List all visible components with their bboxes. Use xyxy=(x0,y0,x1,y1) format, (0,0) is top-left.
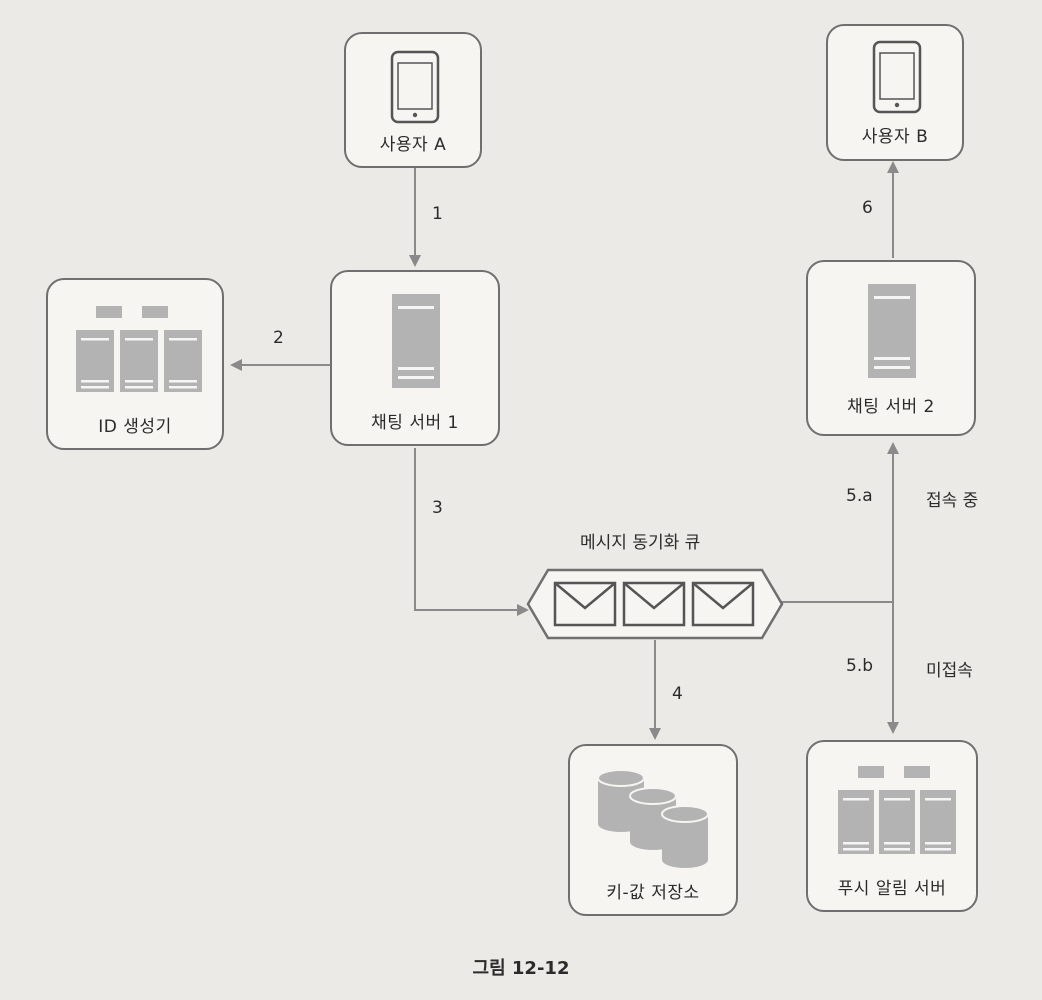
envelope-icon xyxy=(553,581,617,627)
edge-label-1: 1 xyxy=(432,204,443,224)
user-a-label: 사용자 A xyxy=(379,135,447,155)
edge-label-3: 3 xyxy=(432,498,443,518)
chat-server-1-node: 채팅 서버 1 xyxy=(330,270,500,446)
user-b-node: 사용자 B xyxy=(826,24,964,161)
edge-label-5a: 5.a xyxy=(846,486,873,506)
push-server-label: 푸시 알림 서버 xyxy=(837,879,947,899)
edge-label-2: 2 xyxy=(273,328,284,348)
user-a-node: 사용자 A xyxy=(344,32,482,168)
edge-label-5b: 5.b xyxy=(846,656,874,676)
edge-label-4: 4 xyxy=(672,684,683,704)
server-rack-icon xyxy=(838,766,956,854)
database-icon xyxy=(597,769,709,868)
edge-label-5b-desc: 미접속 xyxy=(926,661,973,681)
chat-server-2-label: 채팅 서버 2 xyxy=(847,397,935,417)
envelope-icon xyxy=(691,581,755,627)
id-generator-label: ID 생성기 xyxy=(98,417,172,437)
kv-store-label: 키-값 저장소 xyxy=(606,883,700,903)
tablet-icon xyxy=(390,50,440,124)
id-generator-node: ID 생성기 xyxy=(46,278,224,450)
edge-label-5a-desc: 접속 중 xyxy=(926,491,979,511)
chat-server-2-node: 채팅 서버 2 xyxy=(806,260,976,436)
envelope-icon xyxy=(622,581,686,627)
figure-caption: 그림 12-12 xyxy=(472,958,570,979)
message-queue-label: 메시지 동기화 큐 xyxy=(580,533,701,553)
server-rack-icon xyxy=(76,306,202,392)
chat-server-1-label: 채팅 서버 1 xyxy=(371,413,459,433)
user-b-label: 사용자 B xyxy=(861,127,929,147)
server-icon xyxy=(868,284,916,378)
server-icon xyxy=(392,294,440,388)
arrow-3 xyxy=(414,448,529,616)
push-server-node: 푸시 알림 서버 xyxy=(806,740,978,912)
edge-label-6: 6 xyxy=(862,198,873,218)
kv-store-node: 키-값 저장소 xyxy=(568,744,738,916)
tablet-icon xyxy=(872,40,922,114)
